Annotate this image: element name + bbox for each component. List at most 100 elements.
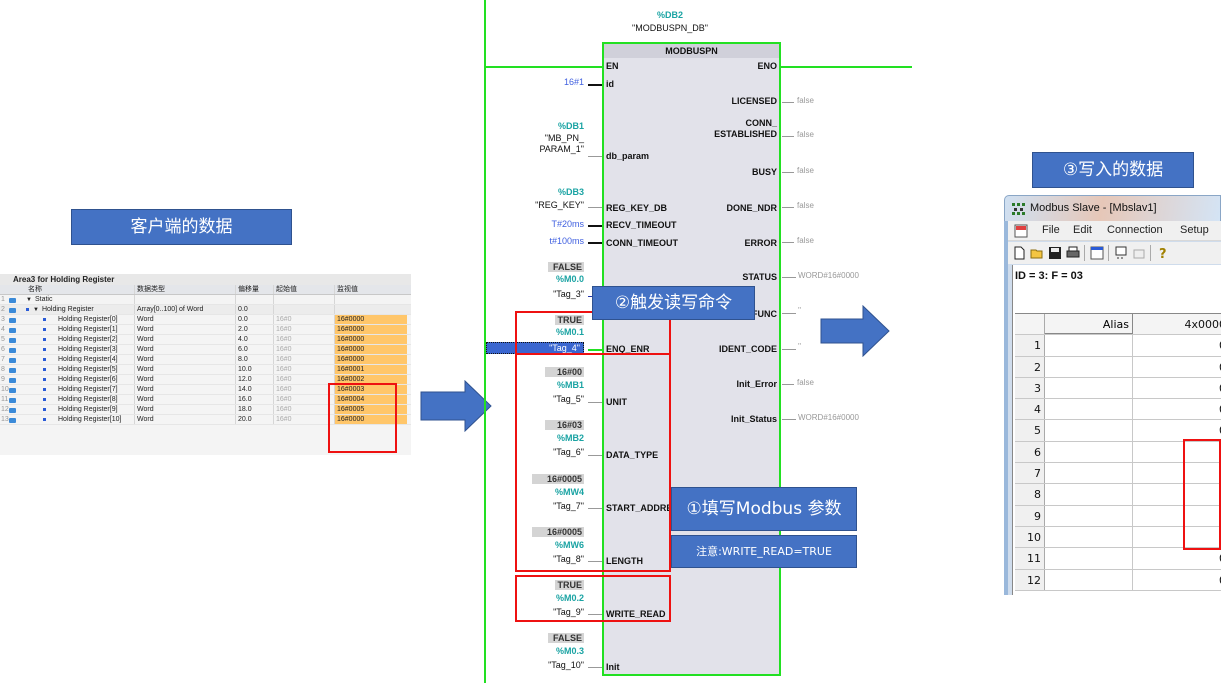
tag3-name[interactable]: "Tag_3" xyxy=(553,289,584,299)
highlight-monitor-values xyxy=(328,383,397,453)
modbus-slave-window[interactable]: Modbus Slave - [Mbslav1] File Edit Conne… xyxy=(1004,195,1221,595)
tag10-name[interactable]: "Tag_10" xyxy=(548,660,584,670)
register-value[interactable]: 0 xyxy=(1133,335,1221,355)
register-alias[interactable] xyxy=(1045,420,1133,441)
row-number: 6 xyxy=(1,346,5,353)
register-alias[interactable] xyxy=(1045,463,1133,484)
new-icon[interactable] xyxy=(1012,246,1026,260)
register-row[interactable]: 30 xyxy=(1015,377,1221,400)
expand-icon[interactable]: ▼ xyxy=(26,297,32,303)
register-row[interactable]: 105 xyxy=(1015,526,1221,549)
tag8-address: %MW6 xyxy=(555,540,584,550)
register-row[interactable]: 40 xyxy=(1015,399,1221,421)
register-alias[interactable] xyxy=(1045,505,1133,526)
register-alias[interactable] xyxy=(1045,484,1133,505)
expand-icon[interactable]: ▼ xyxy=(33,307,39,313)
register-index: 2 xyxy=(1015,356,1045,377)
register-alias[interactable] xyxy=(1045,377,1133,399)
tag10-monitor: FALSE xyxy=(548,633,584,643)
register-value[interactable]: 0 xyxy=(1133,420,1221,440)
const-conn-timeout[interactable]: t#100ms xyxy=(549,236,584,246)
register-row[interactable]: 10 xyxy=(1015,335,1221,357)
register-row[interactable]: 50 xyxy=(1015,420,1221,442)
const-recv-timeout[interactable]: T#20ms xyxy=(551,219,584,229)
tag9-monitor: TRUE xyxy=(555,580,584,590)
pin-conn-established-2: ESTABLISHED xyxy=(714,129,777,139)
window-titlebar[interactable] xyxy=(1004,195,1221,221)
register-alias[interactable] xyxy=(1045,356,1133,377)
register-alias[interactable] xyxy=(1045,399,1133,420)
register-alias[interactable] xyxy=(1045,548,1133,569)
register-row[interactable]: 20 xyxy=(1015,356,1221,378)
db-param-name-2[interactable]: PARAM_1" xyxy=(539,144,584,154)
var-offset: 0.0 xyxy=(235,305,273,314)
connect-icon[interactable] xyxy=(1114,246,1128,260)
register-alias[interactable] xyxy=(1045,335,1133,356)
register-alias[interactable] xyxy=(1045,441,1133,463)
var-monitor-value: 16#0000 xyxy=(334,345,407,354)
svg-text:?: ? xyxy=(1159,247,1167,260)
var-start-value: 16#0 xyxy=(273,365,334,374)
tag9-name[interactable]: "Tag_9" xyxy=(553,607,584,617)
register-alias[interactable] xyxy=(1045,569,1133,590)
written-data-label: ③写入的数据 xyxy=(1032,152,1194,188)
var-type: Word xyxy=(134,335,235,344)
register-value[interactable]: 0 xyxy=(1133,399,1221,419)
menu-setup[interactable]: Setup xyxy=(1180,224,1209,236)
register-row[interactable]: 110 xyxy=(1015,548,1221,570)
tag4-address: %M0.1 xyxy=(555,327,584,337)
open-icon[interactable] xyxy=(1030,246,1044,260)
menu-edit[interactable]: Edit xyxy=(1073,224,1092,236)
reg-key-name[interactable]: "REG_KEY" xyxy=(535,200,584,210)
table-row[interactable]: 1▼Static xyxy=(0,295,411,305)
disconnect-icon[interactable] xyxy=(1132,246,1146,260)
register-value[interactable]: 0 xyxy=(1133,548,1221,568)
fill-params-label: ①填写Modbus 参数 xyxy=(671,487,857,531)
tag5-name[interactable]: "Tag_5" xyxy=(553,394,584,404)
menu-connection[interactable]: Connection xyxy=(1107,224,1163,236)
tag7-name[interactable]: "Tag_7" xyxy=(553,501,584,511)
var-icon xyxy=(43,317,46,321)
register-index: 4 xyxy=(1015,399,1045,420)
save-icon[interactable] xyxy=(1048,246,1062,260)
row-number: 8 xyxy=(1,366,5,373)
db-param-name-1[interactable]: "MB_PN_ xyxy=(544,133,584,143)
var-offset: 20.0 xyxy=(235,415,273,424)
pin-en: EN xyxy=(606,61,619,71)
print-icon[interactable] xyxy=(1066,246,1080,260)
tag6-name[interactable]: "Tag_6" xyxy=(553,447,584,457)
pin-init-status: Init_Status xyxy=(730,414,777,424)
register-alias[interactable] xyxy=(1045,526,1133,548)
tag8-name[interactable]: "Tag_8" xyxy=(553,554,584,564)
register-value[interactable]: 0 xyxy=(1133,570,1221,590)
register-value[interactable]: 0 xyxy=(1133,378,1221,398)
fb-title: MODBUSPN xyxy=(604,44,779,58)
help-icon[interactable]: ? xyxy=(1156,246,1170,260)
register-value[interactable]: 0 xyxy=(1133,357,1221,377)
document-menu-icon[interactable] xyxy=(1014,224,1028,238)
window-icon[interactable] xyxy=(1090,246,1104,260)
var-monitor-value: 16#0004 xyxy=(334,395,407,404)
register-index: 1 xyxy=(1015,335,1045,356)
row-number: 13 xyxy=(1,416,9,423)
instance-db-address: %DB2 xyxy=(656,10,683,20)
const-id[interactable]: 16#1 xyxy=(563,77,584,87)
var-icon xyxy=(43,387,46,391)
register-row[interactable]: 120 xyxy=(1015,569,1221,591)
pin-licensed: LICENSED xyxy=(731,96,777,106)
in-wire xyxy=(588,561,602,562)
menu-file[interactable]: File xyxy=(1042,224,1060,236)
